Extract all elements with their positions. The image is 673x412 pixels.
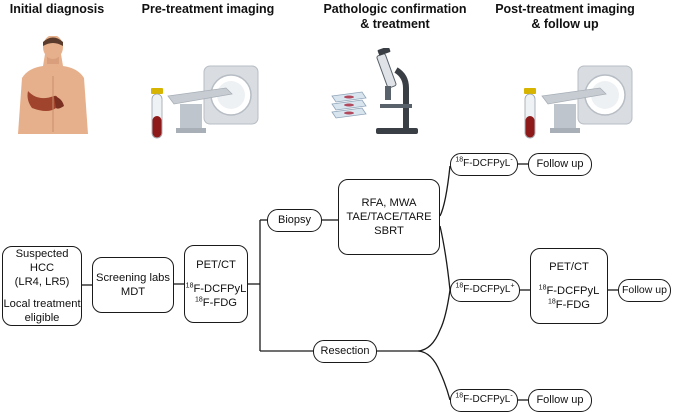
stage-title-pathologic-confirmation: Pathologic confirmation & treatment	[305, 2, 485, 32]
microscope-slides-icon	[331, 48, 418, 134]
screening-labs-node: Screening labs MDT	[92, 257, 174, 313]
blood-tube-icon-post	[524, 88, 536, 139]
pet-ct-node-pre: PET/CT 18F-DCFPyL 18F-FDG	[184, 245, 248, 323]
stage-title-post-line1: Post-treatment imaging	[495, 2, 635, 16]
blood-tube-icon	[151, 88, 163, 139]
patient-torso-liver-icon	[18, 36, 88, 134]
stage-title-post-line2: & follow up	[531, 17, 599, 31]
dcfpyl-positive-node: 18F-DCFPyL+	[450, 279, 520, 302]
follow-up-middle-node: Follow up	[618, 279, 671, 302]
dcfpyl-negative-top-node: 18F-DCFPyL-	[450, 153, 518, 176]
suspected-hcc-line1: Suspected HCC	[15, 248, 69, 274]
treatments-line3: SBRT	[374, 225, 404, 237]
screening-labs-line1: Screening labs	[95, 272, 170, 284]
pet-ct-tracer2-post: 18F-FDG	[548, 298, 590, 311]
pet-ct-scanner-icon-pre	[167, 65, 259, 133]
dcfpyl-negative-bottom-node: 18F-DCFPyL-	[450, 389, 518, 412]
suspected-hcc-node: Suspected HCC (LR4, LR5) Local treatment…	[2, 246, 82, 326]
pet-ct-node-post: PET/CT 18F-DCFPyL 18F-FDG	[530, 248, 608, 324]
screening-labs-line2: MDT	[120, 286, 146, 298]
pet-ct-tracer2-pre: 18F-FDG	[195, 296, 237, 309]
stage-title-post-treatment: Post-treatment imaging & follow up	[475, 2, 655, 32]
follow-up-bottom-node: Follow up	[528, 389, 592, 412]
stage-title-initial-diagnosis: Initial diagnosis	[9, 2, 105, 16]
resection-node: Resection	[313, 340, 377, 363]
treatments-line1: RFA, MWA	[361, 197, 417, 209]
follow-up-top-node: Follow up	[528, 153, 592, 176]
stage-title-pathologic-line2: & treatment	[360, 17, 430, 31]
pet-ct-title-pre: PET/CT	[196, 259, 236, 271]
treatments-line2: TAE/TACE/TARE	[346, 211, 432, 223]
stage-title-pre-treatment-imaging: Pre-treatment imaging	[141, 2, 275, 16]
suspected-hcc-line3: Local treatment	[3, 298, 81, 310]
pet-ct-tracer1-post: 18F-DCFPyL	[538, 284, 600, 297]
suspected-hcc-line2: (LR4, LR5)	[14, 276, 70, 288]
local-treatments-node: RFA, MWA TAE/TACE/TARE SBRT	[338, 179, 440, 255]
pet-ct-title-post: PET/CT	[549, 261, 589, 273]
stage-title-pathologic-line1: Pathologic confirmation	[323, 2, 467, 16]
biopsy-node: Biopsy	[267, 209, 322, 232]
suspected-hcc-line4: eligible	[24, 312, 60, 324]
pet-ct-tracer1-pre: 18F-DCFPyL	[185, 282, 247, 295]
pet-ct-scanner-icon-post	[541, 65, 633, 133]
